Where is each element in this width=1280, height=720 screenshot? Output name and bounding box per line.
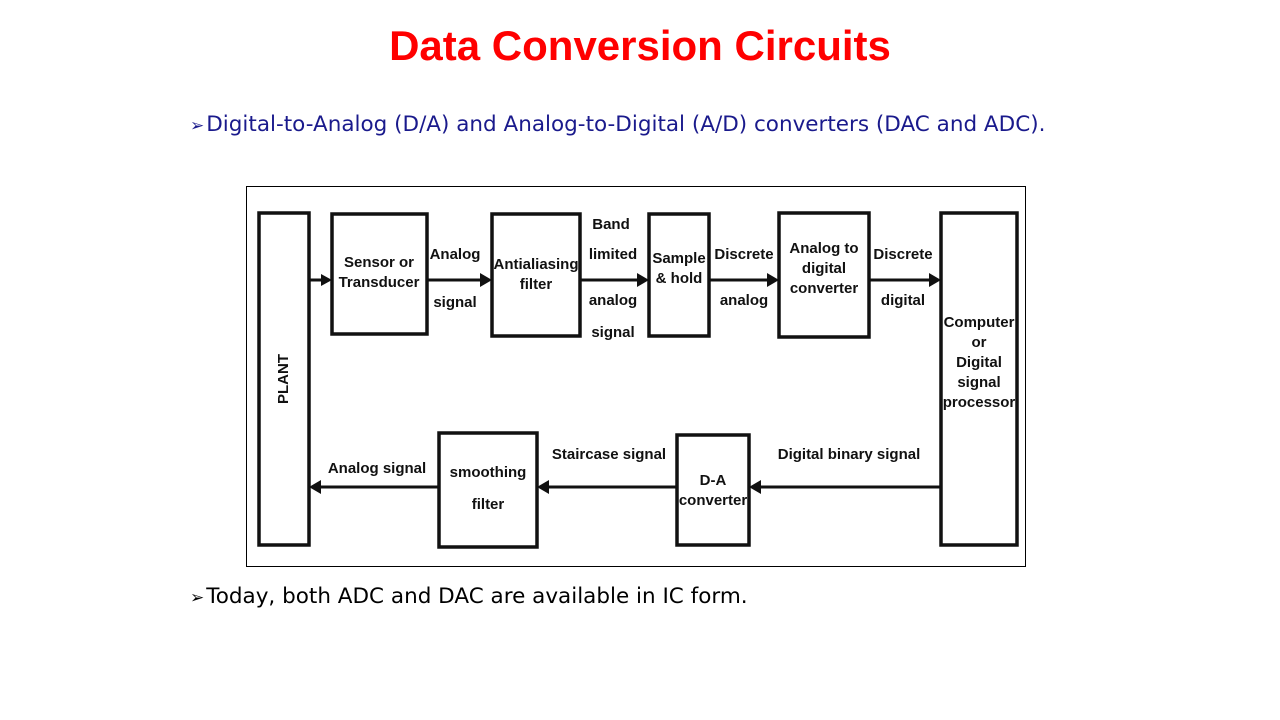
bullet-item-converters: ➢Digital-to-Analog (D/A) and Analog-to-D… — [190, 108, 1110, 143]
analog-signal-top-line1: Analog — [430, 246, 481, 263]
data-conversion-block-diagram: PLANT Sensor or Transducer Antialiasing … — [246, 186, 1026, 567]
bullet-text: Today, both ADC and DAC are available in… — [206, 584, 748, 609]
sensor-label-line1: Sensor or — [344, 254, 414, 271]
band-limited-line1: Band — [592, 216, 630, 233]
sample-hold-block: Sample & hold — [647, 212, 711, 338]
arrow-bullet-icon: ➢ — [190, 116, 205, 136]
signal-wires — [309, 273, 941, 494]
computer-label-line4: signal — [957, 374, 1000, 391]
bullet-item-ic-form: ➢Today, both ADC and DAC are available i… — [190, 580, 1110, 615]
analog-signal-bottom-label: Analog signal — [328, 460, 426, 477]
analog-signal-top-line2: signal — [433, 294, 476, 311]
sample-hold-label-line2: & hold — [656, 270, 703, 287]
band-limited-line3: analog — [589, 292, 637, 309]
antialiasing-filter-block: Antialiasing filter — [490, 212, 582, 338]
computer-label-line5: processor — [943, 394, 1016, 411]
smoothing-filter-block: smoothing filter — [437, 431, 539, 549]
discrete-digital-line1: Discrete — [873, 246, 932, 263]
sensor-transducer-block: Sensor or Transducer — [330, 212, 429, 336]
dac-label-line2: converter — [679, 492, 748, 509]
discrete-analog-line1: Discrete — [714, 246, 773, 263]
smoothing-label-line2: filter — [472, 496, 505, 513]
computer-label-line2: or — [972, 334, 987, 351]
computer-label-line1: Computer — [944, 314, 1015, 331]
plant-block: PLANT — [257, 211, 311, 547]
computer-label-line3: Digital — [956, 354, 1002, 371]
smoothing-label-line1: smoothing — [450, 464, 527, 481]
antialias-label-line1: Antialiasing — [493, 256, 578, 273]
bullet-text: Digital-to-Analog (D/A) and Analog-to-Di… — [206, 112, 1046, 137]
adc-label-line1: Analog to — [789, 240, 858, 257]
band-limited-line2: limited — [589, 246, 637, 263]
band-limited-line4: signal — [591, 324, 634, 341]
signal-labels: Analog signal Band limited analog signal… — [328, 216, 933, 477]
discrete-analog-line2: analog — [720, 292, 768, 309]
adc-block: Analog to digital converter — [777, 211, 871, 339]
adc-label-line2: digital — [802, 260, 846, 277]
discrete-digital-line2: digital — [881, 292, 925, 309]
computer-dsp-block: Computer or Digital signal processor — [939, 211, 1019, 547]
slide-title: Data Conversion Circuits — [389, 22, 891, 69]
digital-binary-signal-label: Digital binary signal — [778, 446, 921, 463]
plant-label: PLANT — [275, 354, 292, 404]
arrow-bullet-icon: ➢ — [190, 588, 205, 608]
staircase-signal-label: Staircase signal — [552, 446, 666, 463]
adc-label-line3: converter — [790, 280, 859, 297]
antialias-label-line2: filter — [520, 276, 553, 293]
dac-block: D-A converter — [675, 433, 751, 547]
sample-hold-label-line1: Sample — [652, 250, 705, 267]
dac-label-line1: D-A — [700, 472, 727, 489]
sensor-label-line2: Transducer — [339, 274, 420, 291]
